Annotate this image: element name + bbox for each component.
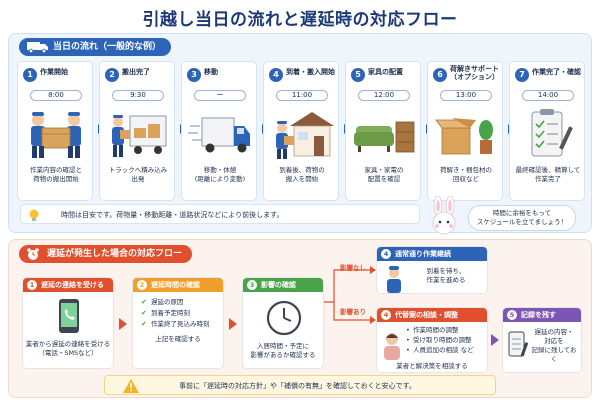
branch-label-impact: 影響あり [340, 308, 366, 316]
warning-icon [123, 379, 139, 393]
step-label: 搬出完了 [122, 68, 150, 76]
step-footer: 業者と解決策を相談する [396, 362, 468, 370]
step-number: 4 [381, 249, 391, 259]
step-time: 13:00 [440, 90, 492, 101]
delay-step-3: 3 影響の確認 入居時間・予定に 影響があるか確認する [242, 277, 324, 369]
timeline-note: 時間は目安です。荷物量・移動距離・道路状況などにより前後します。 [20, 204, 420, 224]
step-label: 作業完了・確認 [532, 68, 581, 76]
timeline-step-1: 1 作業開始 8:00 作業内容の確認と 荷物の搬出開始 [17, 61, 93, 201]
timeline-step-5: 5 家具の配置 12:00 家具・家電の 配置を確認 [345, 61, 421, 201]
timeline-note-text: 時間は目安です。荷物量・移動距離・道路状況などにより前後します。 [61, 211, 284, 219]
step-description: 到着を待ち、 作業を進める [426, 267, 466, 284]
step-label: 到着・搬入開始 [286, 68, 335, 76]
step-number: 2 [137, 280, 147, 290]
option-item: 作業時間の調整 [405, 326, 485, 335]
step-description: 入居時間・予定に 影響があるか確認する [250, 342, 316, 359]
checklist-clipboard-icon [531, 109, 573, 157]
delay-step-5: 5 記録を残す 遅延の内容・ 対応を 記録に残しておく [502, 307, 582, 373]
bunny-mascot [432, 196, 456, 235]
step-title: 代替案の相談・調整 [395, 311, 458, 319]
step-description: 業者から遅延の連絡を受ける （電話・SMSなど） [25, 340, 111, 357]
timeline-header-label: 当日の流れ（一般的な例） [53, 42, 162, 52]
step-description: 最終確認後、精算して 作業完了 [515, 166, 581, 183]
step-number: 5 [507, 310, 517, 320]
check-item: 遅延の原因 [139, 298, 217, 307]
step-number: 5 [351, 68, 365, 82]
step-title: 影響の確認 [261, 281, 296, 289]
speech-bubble: 時間に余裕をもって スケジュールを立てましょう！ [468, 205, 576, 231]
option-item: 人員追加の相談 など [405, 346, 485, 355]
timeline-step-3: 3 移動 ー 移動・休憩 (距離により変動) [181, 61, 257, 201]
step-description: トラックへ積み込み 出発 [108, 166, 168, 183]
movers-carrying-box-illustration [31, 112, 81, 158]
mover-icon [387, 266, 401, 293]
step-number: 3 [187, 68, 201, 82]
branch-arrows [324, 266, 376, 324]
step-label: 家具の配置 [368, 68, 403, 76]
open-box-and-plant-illustration [435, 118, 493, 155]
notepad-pen-icon [508, 331, 529, 357]
delay-flow-header: 遅延が発生した場合の対応フロー [19, 245, 193, 263]
option-item: 受け取り時間の調整 [405, 336, 485, 345]
step-time: 9:30 [112, 90, 164, 101]
lightbulb-icon [29, 209, 39, 221]
page-title: 引越し当日の流れと遅延時の対応フロー [142, 10, 458, 30]
step-description: 遅延の内容・ 対応を 記録に残しておく [531, 328, 577, 363]
step-description: 到着後、荷物の 搬入を開始 [279, 166, 325, 183]
truck-icon [27, 42, 48, 53]
step-description: 作業内容の確認と 荷物の搬出開始 [30, 166, 82, 183]
step-number: 4 [381, 310, 391, 320]
step-number: 4 [269, 68, 283, 82]
step-title: 通常通り作業継続 [395, 250, 451, 258]
step-label: 移動 [204, 68, 218, 76]
mover-loading-truck-illustration [112, 115, 167, 157]
phone-icon [59, 299, 79, 333]
step-number: 1 [23, 68, 37, 82]
step-title: 遅延の連絡を受ける [41, 281, 104, 289]
delay-step-2: 2 遅延時間の確認 遅延の原因 到着予定時刻 作業終了見込み時刻 上記を確認する [132, 277, 224, 369]
chevron-right-icon [229, 318, 237, 330]
step-description: 荷解き・梱包材の 回収など [440, 166, 492, 183]
timeline-step-4: 4 到着・搬入開始 11:00 到着後、荷物の 搬入を開始 [263, 61, 339, 201]
sofa-and-cabinet-illustration [354, 121, 415, 153]
check-item: 作業終了見込み時刻 [139, 320, 217, 329]
delay-step-4-continue: 4 通常通り作業継続 到着を待ち、 作業を進める [376, 246, 488, 294]
step-time: 12:00 [358, 90, 410, 101]
mover-at-house-illustration [276, 112, 334, 159]
step-description: 移動・休憩 (距離により変動) [194, 166, 246, 183]
person-icon [384, 333, 400, 360]
timeline-header: 当日の流れ（一般的な例） [19, 38, 172, 56]
check-item: 到着予定時刻 [139, 309, 217, 318]
step-time: 11:00 [276, 90, 328, 101]
delay-flow-note: 事前に「遅延時の対応方針」や「補償の有無」を確認しておくと安心です。 [104, 375, 496, 395]
timeline-step-6: 6 荷解きサポート （オプション） 13:00 荷解き・梱包材の 回収など [427, 61, 503, 201]
step-label: 荷解きサポート （オプション） [450, 65, 499, 81]
step-time: 14:00 [522, 90, 574, 101]
step-time: ー [194, 90, 246, 101]
timeline-section: 当日の流れ（一般的な例） 1 作業開始 8:00 作業内容の確認と 荷物の搬出開… [8, 33, 592, 233]
timeline-step-7: 7 作業完了・確認 14:00 最終確認後、精算して 作業完了 [509, 61, 585, 201]
step-number: 2 [105, 68, 119, 82]
clock-icon [266, 300, 302, 336]
chevron-right-icon [491, 334, 499, 346]
alarm-clock-icon [27, 248, 39, 260]
step-footer: 上記を確認する [155, 335, 201, 343]
step-number: 3 [247, 280, 257, 290]
delay-step-1: 1 遅延の連絡を受ける 業者から遅延の連絡を受ける （電話・SMSなど） [22, 277, 114, 369]
step-number: 7 [515, 68, 529, 82]
step-time: 8:00 [30, 90, 82, 101]
moving-truck-illustration [188, 117, 250, 153]
branch-label-no-impact: 影響なし [340, 264, 366, 272]
step-title: 記録を残す [521, 311, 556, 319]
delay-flow-note-text: 事前に「遅延時の対応方針」や「補償の有無」を確認しておくと安心です。 [179, 382, 416, 390]
step-description: 家具・家電の 配置を確認 [364, 166, 404, 183]
step-label: 作業開始 [40, 68, 68, 76]
step-number: 1 [27, 280, 37, 290]
delay-flow-header-label: 遅延が発生した場合の対応フロー [47, 249, 183, 259]
chevron-right-icon [119, 318, 127, 330]
timeline-step-2: 2 搬出完了 9:30 トラックへ積み込み 出発 [99, 61, 175, 201]
step-title: 遅延時間の確認 [151, 281, 200, 289]
step-number: 6 [433, 68, 447, 82]
